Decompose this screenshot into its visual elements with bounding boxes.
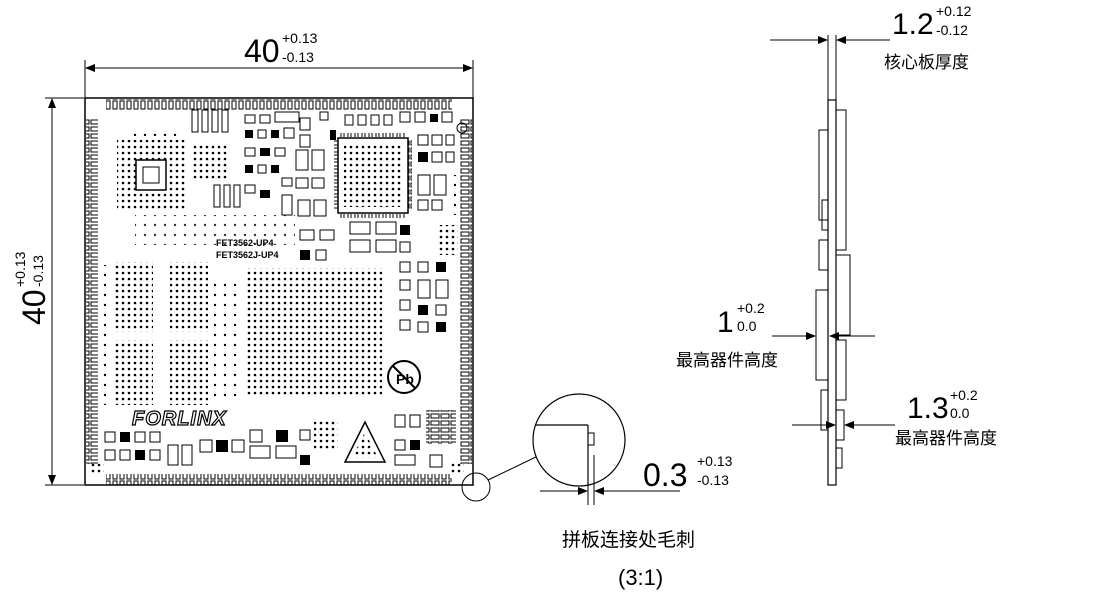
left-height-lower: -0.13 (30, 255, 46, 287)
bottom-component-upper: +0.2 (950, 387, 978, 403)
thickness-lower: -0.12 (936, 22, 968, 38)
thickness-label: 核心板厚度 (884, 53, 969, 73)
top-component-label: 最高器件高度 (676, 351, 778, 371)
bottom-edge-pads (106, 474, 452, 485)
top-component-value: 1 (717, 306, 734, 339)
ddr-bga-left-bottom (115, 340, 153, 405)
brand-logo: FORLINX (132, 408, 227, 430)
chip-top-left-2 (192, 143, 228, 181)
right-edge-pads (460, 118, 472, 464)
burr-label: 拼板连接处毛刺 (562, 529, 695, 551)
pb-free-mark: Pb (387, 360, 421, 394)
esd-warning-icon (343, 420, 387, 463)
thickness-value: 1.2 (892, 8, 934, 41)
board-top-view: FET3562-UP4 FET3562J-UP4 Pb FORLINX (84, 97, 474, 486)
left-edge-pads (86, 118, 98, 464)
left-height-value: 40 (16, 289, 52, 325)
left-height-dimension: 40 +0.13 -0.13 (12, 97, 84, 486)
bottom-component-value: 1.3 (907, 392, 949, 425)
top-component-upper: +0.2 (737, 300, 765, 316)
top-component-lower: 0.0 (737, 318, 757, 334)
top-edge-pads (106, 99, 452, 110)
left-height-upper: +0.13 (12, 251, 28, 287)
bottom-component-lower: 0.0 (950, 405, 970, 421)
burr-value: 0.3 (643, 457, 687, 493)
thickness-upper: +0.12 (936, 3, 972, 19)
passive-components-top (244, 111, 336, 217)
top-width-dimension: 40 +0.13 -0.13 (84, 30, 474, 100)
passive-components-middle (299, 221, 458, 333)
passive-components-bottom (90, 410, 464, 474)
top-width-value: 40 (244, 33, 280, 69)
bottom-component-label: 最高器件高度 (895, 429, 997, 449)
burr-upper: +0.13 (697, 453, 733, 469)
top-width-upper: +0.13 (282, 30, 318, 46)
passive-components-top-right (344, 111, 468, 215)
ddr-bga-left-top (115, 262, 153, 332)
pb-label: Pb (396, 371, 414, 387)
cpu-bga (246, 268, 382, 396)
detail-scale: (3:1) (618, 565, 663, 590)
model-label-2: FET3562J-UP4 (216, 250, 279, 260)
ddr-bga-right-bottom (170, 340, 208, 405)
burr-lower: -0.13 (697, 472, 729, 488)
soc-qfp (334, 133, 412, 218)
top-width-lower: -0.13 (282, 49, 314, 65)
detail-view: 0.3 +0.13 -0.13 拼板连接处毛刺 (3:1) (461, 393, 733, 590)
ddr-bga-right-top (170, 262, 208, 332)
side-view: 1.2 +0.12 -0.12 核心板厚度 1 +0.2 0.0 最高器件高度 … (676, 3, 997, 486)
